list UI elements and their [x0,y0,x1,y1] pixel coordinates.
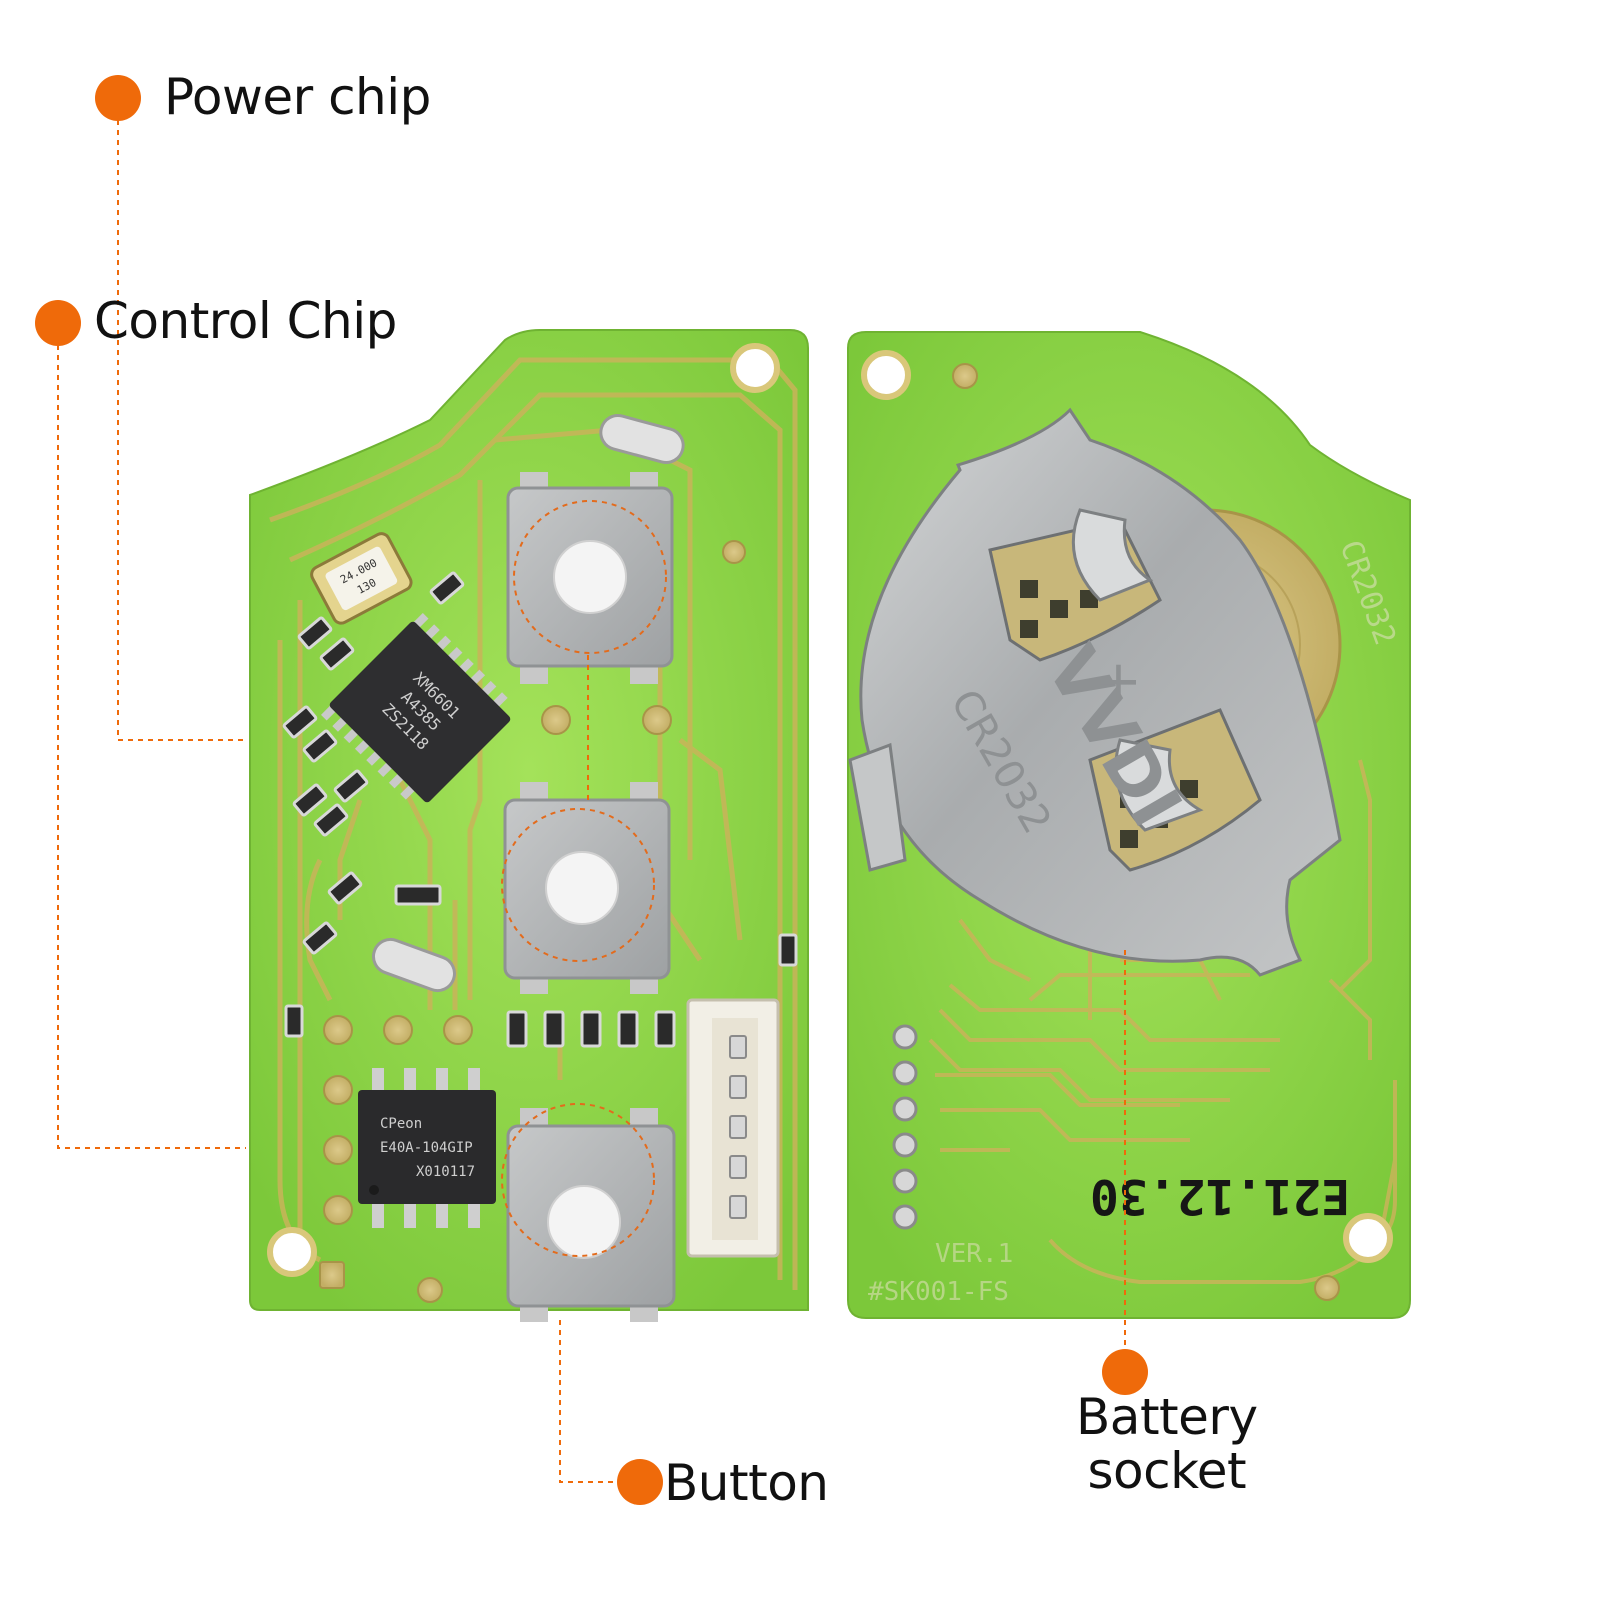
power-chip: XM6601 A4385 ZS2118 [321,613,511,803]
power-chip-label: Power chip [164,68,431,126]
control-chip-callout-dot [35,300,81,346]
connector [686,998,780,1258]
svg-text:VER.1: VER.1 [935,1239,1013,1269]
button-callout-dot [617,1459,663,1505]
button-label: Button [664,1454,829,1512]
tactile-button-1 [506,472,674,684]
tactile-button-3 [501,1103,676,1322]
left-pcb-board: 24.000 130 XM6601 A4385 ZS2118 [249,329,809,1322]
svg-text:E40A-104GIP: E40A-104GIP [380,1140,473,1156]
svg-text:X010117: X010117 [416,1164,475,1180]
battery-socket-callout-dot [1102,1349,1148,1395]
tactile-button-2 [501,782,671,994]
right-pcb-board: CR2032 [847,331,1411,1319]
battery-socket-label-line1: Battery [1076,1388,1258,1446]
control-chip: CPeon E40A-104GIP X010117 [358,1068,496,1228]
battery-socket-label: Battery socket [1076,1392,1258,1496]
svg-text:+: + [1095,649,1142,714]
battery-socket-label-line2: socket [1087,1442,1247,1500]
tactile-buttons [501,472,676,1322]
callout-lines [57,120,1126,1483]
svg-text:CPeon: CPeon [380,1116,422,1132]
crystal-oscillator: 24.000 130 [310,532,413,625]
power-chip-callout-dot [95,75,141,121]
battery-socket: VVDI CR2032 + [848,407,1342,977]
control-chip-label: Control Chip [94,292,397,350]
svg-text:E21.12.30: E21.12.30 [1090,1168,1350,1224]
svg-text:#SK001-FS: #SK001-FS [868,1277,1009,1307]
